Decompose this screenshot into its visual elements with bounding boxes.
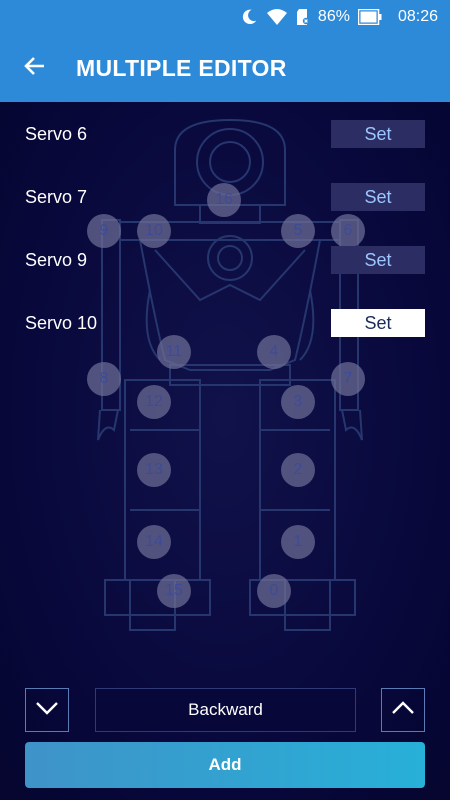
servo-label: Servo 6 — [25, 124, 88, 144]
servo-marker-6[interactable]: 6 — [331, 214, 365, 248]
mode-selector: Backward — [0, 686, 450, 736]
servo-row: Servo 7 Set — [0, 179, 450, 219]
set-button-servo-10[interactable]: Set — [331, 309, 425, 337]
servo-marker-8[interactable]: 8 — [87, 362, 121, 396]
servo-marker-0[interactable]: 0 — [257, 574, 291, 608]
mode-display: Backward — [95, 688, 356, 732]
servo-marker-11[interactable]: 11 — [157, 335, 191, 369]
servo-marker-10[interactable]: 10 — [137, 214, 171, 248]
servo-marker-2[interactable]: 2 — [281, 453, 315, 487]
set-button-servo-7[interactable]: Set — [331, 183, 425, 211]
status-bar: 86% 08:26 — [0, 0, 450, 34]
moon-icon — [240, 8, 258, 26]
servo-marker-15[interactable]: 15 — [157, 574, 191, 608]
servo-marker-3[interactable]: 3 — [281, 385, 315, 419]
chevron-up-icon — [391, 700, 415, 720]
servo-marker-14[interactable]: 14 — [137, 525, 171, 559]
servo-marker-16[interactable]: 16 — [207, 183, 241, 217]
servo-marker-12[interactable]: 12 — [137, 385, 171, 419]
servo-marker-1[interactable]: 1 — [281, 525, 315, 559]
set-button-servo-9[interactable]: Set — [331, 246, 425, 274]
next-mode-button[interactable] — [381, 688, 425, 732]
arrow-left-icon — [23, 54, 47, 83]
previous-mode-button[interactable] — [25, 688, 69, 732]
battery-icon — [357, 9, 382, 25]
battery-percent: 86% — [317, 8, 350, 25]
servo-label: Servo 9 — [25, 250, 88, 270]
servo-row: Servo 6 Set — [0, 116, 450, 156]
clock: 08:26 — [397, 8, 438, 25]
page-title: MULTIPLE EDITOR — [76, 54, 287, 81]
servo-marker-7[interactable]: 7 — [331, 362, 365, 396]
sd-card-icon — [296, 8, 310, 26]
servo-marker-5[interactable]: 5 — [281, 214, 315, 248]
wifi-icon — [266, 8, 288, 26]
servo-row: Servo 9 Set — [0, 242, 450, 282]
app-bar: MULTIPLE EDITOR — [0, 34, 450, 102]
servo-marker-13[interactable]: 13 — [137, 453, 171, 487]
servo-marker-4[interactable]: 4 — [257, 335, 291, 369]
set-button-servo-6[interactable]: Set — [331, 120, 425, 148]
servo-row: Servo 10 Set — [0, 305, 450, 345]
servo-marker-9[interactable]: 9 — [87, 214, 121, 248]
servo-label: Servo 7 — [25, 187, 88, 207]
servo-label: Servo 10 — [25, 313, 98, 333]
chevron-down-icon — [35, 701, 59, 720]
add-button[interactable]: Add — [25, 742, 425, 788]
back-button[interactable] — [0, 34, 70, 102]
